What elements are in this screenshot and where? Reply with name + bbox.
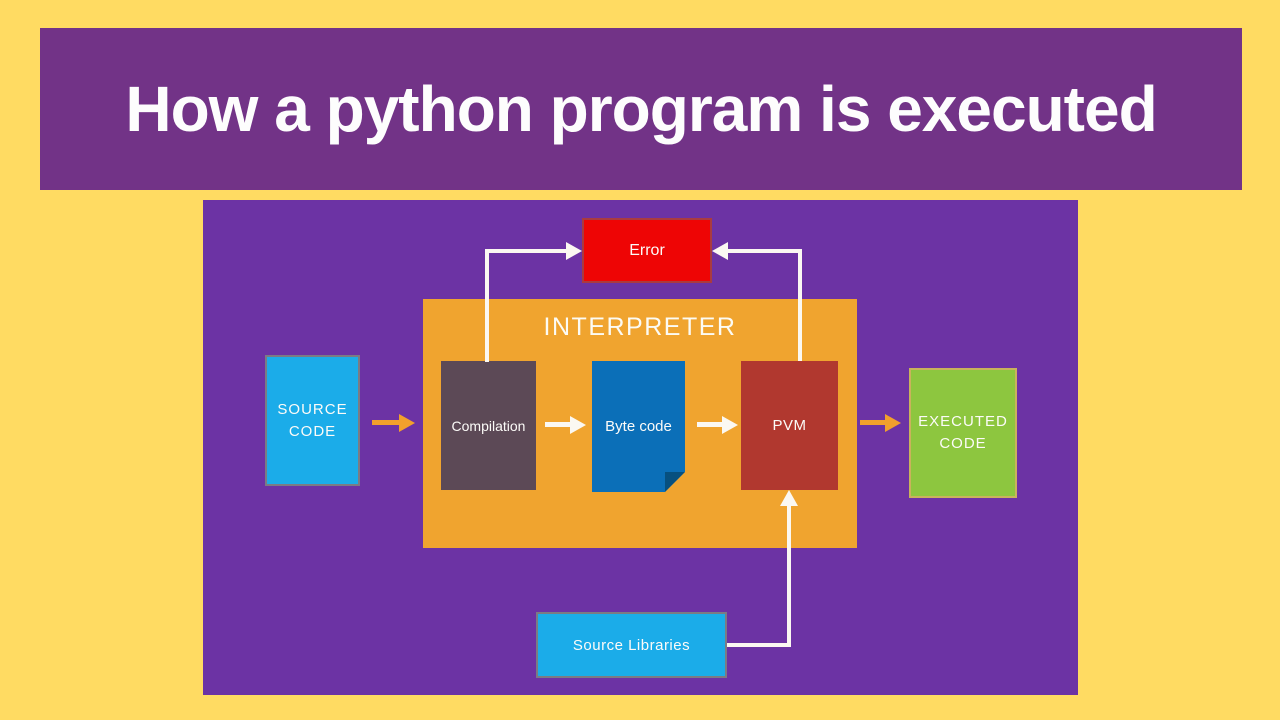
executed-code-label: EXECUTED CODE — [918, 413, 1008, 452]
source-libraries-label: Source Libraries — [572, 636, 691, 654]
byte-code-node: Byte code — [592, 361, 685, 492]
interpreter-label: INTERPRETER — [543, 312, 737, 341]
error-node: Error — [582, 218, 712, 283]
title-banner: How a python program is executed — [40, 28, 1242, 190]
byte-code-label: Byte code — [605, 418, 672, 435]
pvm-label: PVM — [772, 417, 807, 434]
compilation-label: Compilation — [451, 417, 526, 434]
source-libraries-node: Source Libraries — [536, 612, 727, 678]
compilation-node: Compilation — [441, 361, 536, 490]
page-title: How a python program is executed — [125, 73, 1157, 145]
executed-code-node: EXECUTED CODE — [909, 368, 1017, 498]
pvm-node: PVM — [741, 361, 838, 490]
source-code-label: SOURCE CODE — [277, 400, 348, 440]
error-label: Error — [629, 241, 665, 259]
page-fold-icon — [665, 472, 685, 492]
source-code-node: SOURCE CODE — [265, 355, 360, 486]
